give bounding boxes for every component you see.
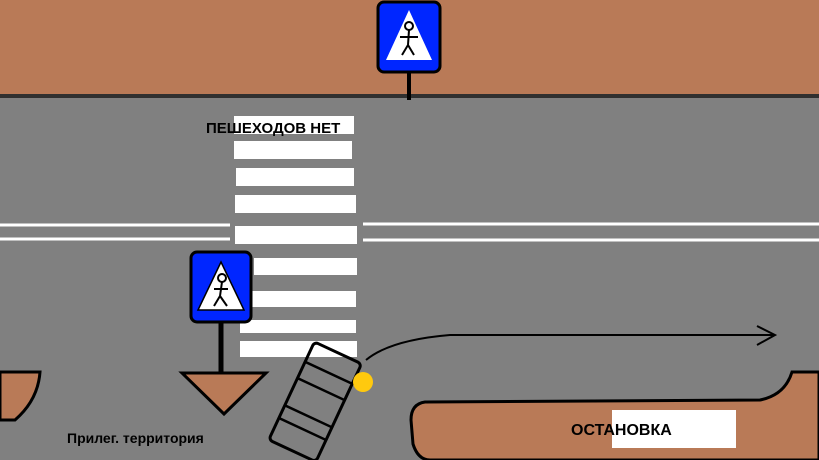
car — [268, 341, 362, 460]
turn-signal-light — [353, 372, 373, 392]
turn-path-arrow — [365, 334, 775, 361]
bus-stop-label: ОСТАНОВКА — [571, 422, 672, 439]
no-pedestrians-label: ПЕШЕХОДОВ НЕТ — [206, 120, 340, 137]
adjacent-territory-label: Прилег. территория — [67, 430, 204, 446]
bottom-left-sidewalk — [0, 370, 42, 422]
bus-stop-sign-box — [612, 410, 736, 448]
pedestrian-crossing-sign-icon — [376, 0, 442, 74]
arrow-head — [756, 325, 778, 346]
center-lane-lines — [0, 222, 819, 242]
triangle-island — [178, 371, 270, 417]
pedestrian-crossing-sign-icon — [189, 250, 253, 324]
crosswalk — [234, 116, 357, 357]
